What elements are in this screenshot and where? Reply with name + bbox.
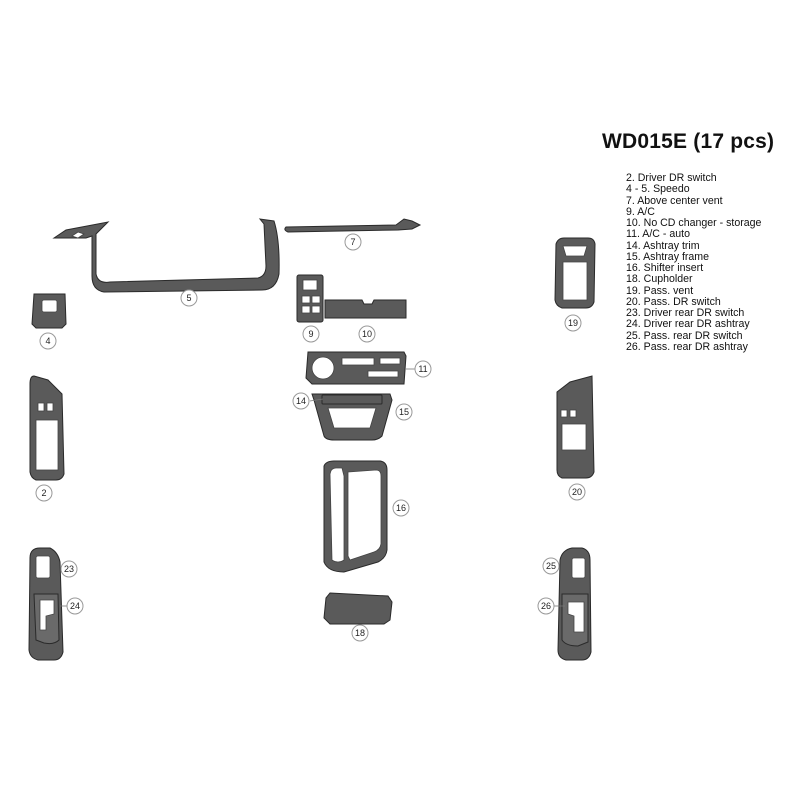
legend-item: 25. Pass. rear DR switch — [626, 329, 743, 342]
svg-text:18: 18 — [355, 628, 365, 638]
callout-19: 19 — [564, 314, 582, 332]
svg-text:4: 4 — [45, 336, 50, 346]
svg-text:19: 19 — [568, 318, 578, 328]
legend-item: 10. No CD changer - storage — [626, 217, 762, 229]
svg-text:9: 9 — [308, 329, 313, 339]
svg-text:20: 20 — [572, 487, 582, 497]
callout-7: 7 — [344, 233, 362, 251]
kit-title: WD015E (17 pcs) — [602, 130, 775, 153]
svg-text:26: 26 — [541, 601, 551, 611]
svg-text:15: 15 — [399, 407, 409, 417]
legend-item: 9. A/C — [626, 205, 655, 218]
callout-14: 14 — [292, 392, 310, 410]
callout-25: 25 — [542, 557, 560, 575]
part-11-ac-auto-panel — [305, 351, 407, 385]
part-4-switch-plate — [31, 293, 67, 329]
part-7-vent-strip — [284, 218, 422, 233]
legend-item: 4 - 5. Speedo — [626, 183, 690, 196]
legend-item: 14. Ashtray trim — [626, 239, 700, 252]
part-16-shifter-insert — [323, 460, 388, 573]
svg-text:10: 10 — [362, 329, 372, 339]
legend-item: 19. Pass. vent — [626, 284, 694, 297]
svg-text:14: 14 — [296, 396, 306, 406]
legend-item: 7. Above center vent — [626, 194, 723, 207]
callout-2: 2 — [35, 484, 53, 502]
svg-text:7: 7 — [350, 237, 355, 247]
callout-18: 18 — [351, 624, 369, 642]
svg-text:16: 16 — [396, 503, 406, 513]
callout-23: 23 — [60, 560, 78, 578]
svg-text:11: 11 — [418, 364, 427, 374]
part-19-pass-vent — [554, 237, 596, 309]
callout-5: 5 — [180, 289, 198, 307]
svg-text:2: 2 — [41, 488, 46, 498]
part-15-ashtray-frame — [311, 393, 393, 441]
legend-item: 26. Pass. rear DR ashtray — [626, 340, 748, 353]
callout-11: 11 — [414, 360, 432, 378]
svg-text:5: 5 — [186, 293, 191, 303]
callout-24: 24 — [66, 597, 84, 615]
part-20-pass-dr-switch — [556, 375, 595, 479]
part-24-driver-rear-dr-ashtray — [33, 593, 60, 645]
callout-10: 10 — [358, 325, 376, 343]
svg-text:23: 23 — [64, 564, 74, 574]
callout-9: 9 — [302, 325, 320, 343]
parts-legend: 2. Driver DR switch 4 - 5. Speedo 7. Abo… — [626, 172, 762, 353]
legend-item: 16. Shifter insert — [626, 262, 704, 274]
part-2-driver-dr-switch — [29, 375, 65, 481]
callout-4: 4 — [39, 332, 57, 350]
part-10-storage-panel — [324, 299, 407, 319]
legend-item: 2. Driver DR switch — [626, 172, 717, 184]
part-26-pass-rear-dr-ashtray — [561, 593, 589, 647]
legend-item: 20. Pass. DR switch — [626, 295, 721, 308]
leader-14 — [309, 398, 324, 402]
part-14-ashtray-trim — [321, 394, 383, 405]
part-9-ac-panel — [296, 274, 324, 323]
part-18-cupholder — [323, 592, 393, 625]
svg-text:25: 25 — [546, 561, 556, 571]
callout-15: 15 — [395, 403, 413, 421]
legend-item: 18. Cupholder — [626, 273, 693, 286]
callout-26: 26 — [537, 597, 555, 615]
legend-item: 24. Driver rear DR ashtray — [626, 318, 750, 331]
part-5-speedo-bezel — [52, 218, 280, 293]
callout-20: 20 — [568, 483, 586, 501]
svg-text:24: 24 — [70, 601, 80, 611]
legend-item: 23. Driver rear DR switch — [626, 307, 745, 319]
legend-item: 11. A/C - auto — [626, 228, 690, 241]
callout-16: 16 — [392, 499, 410, 517]
legend-item: 15. Ashtray frame — [626, 250, 710, 263]
